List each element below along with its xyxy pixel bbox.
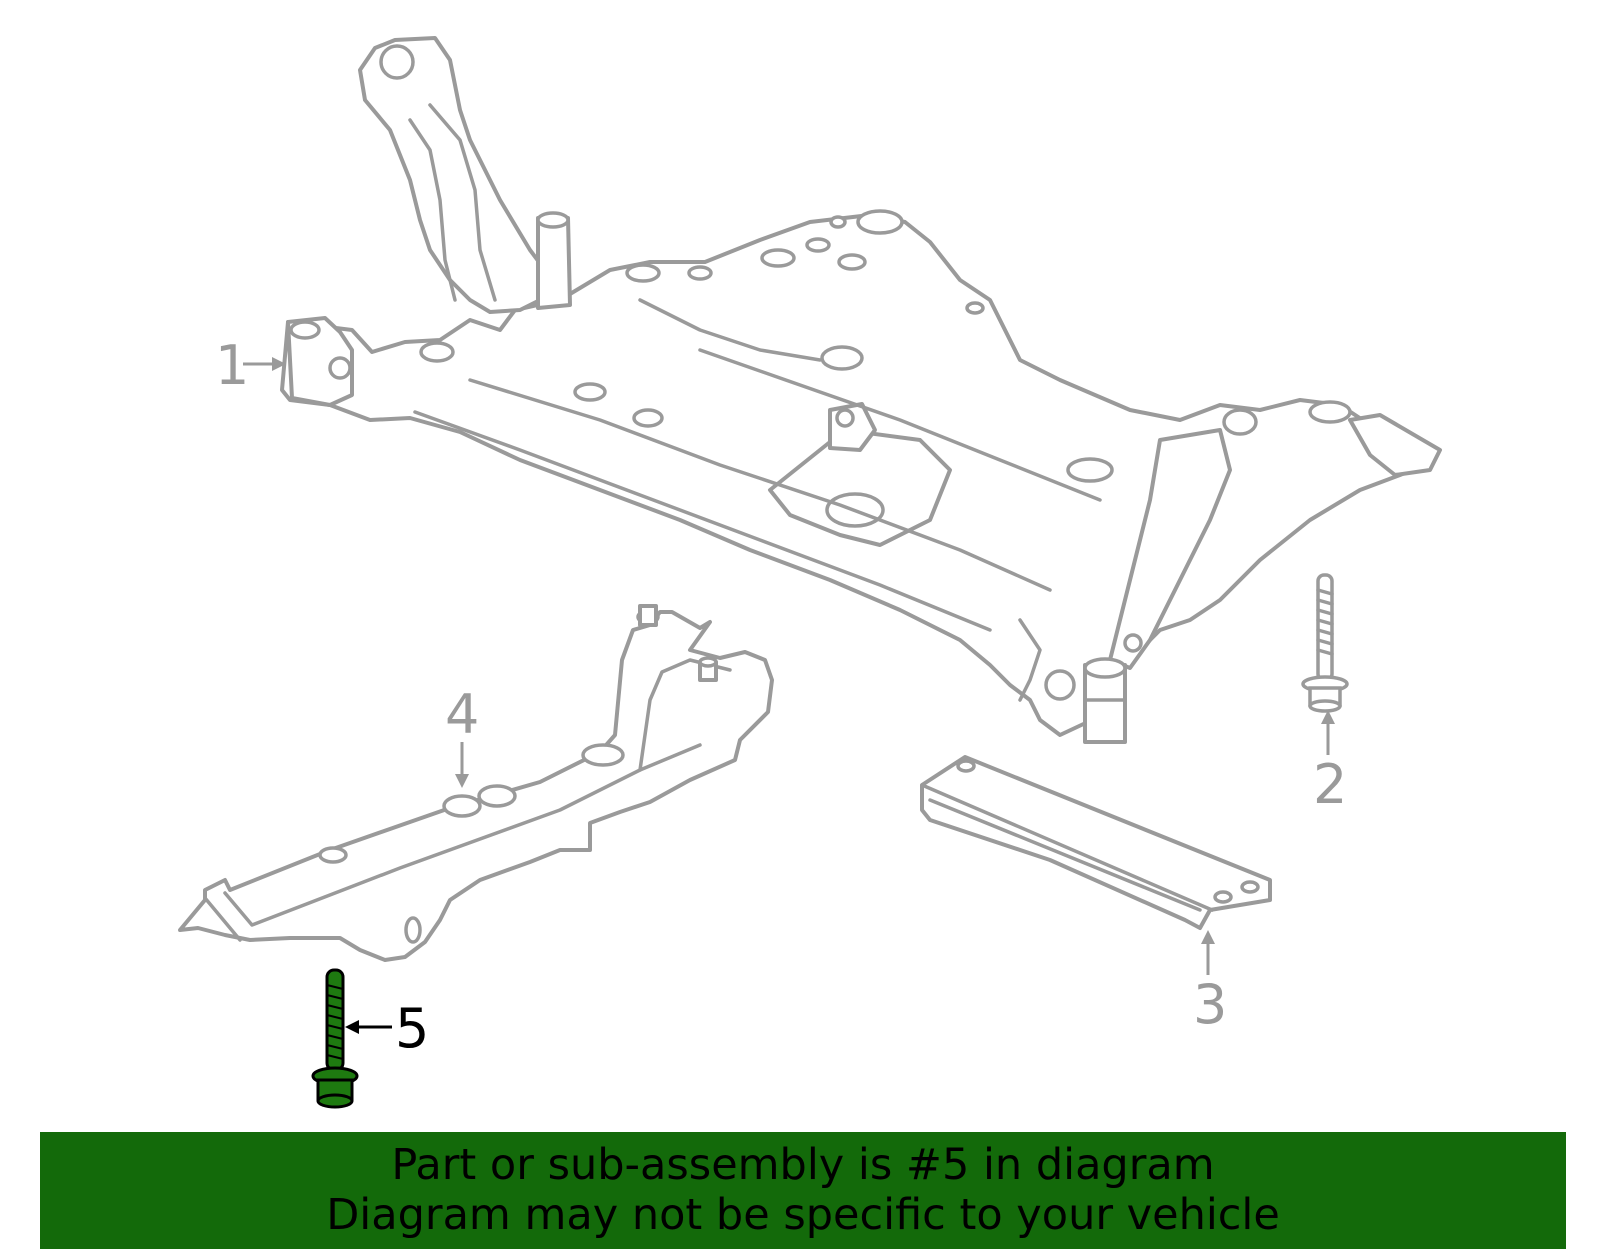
callout-number-4: 4 [445,683,479,746]
subframe-part-1 [280,36,1442,744]
callout-4: 4 [445,683,479,788]
banner-line-1: Part or sub-assembly is #5 in diagram [391,1140,1215,1190]
callout-1: 1 [215,334,286,397]
brace-part-3 [920,755,1272,930]
callout-number-3: 3 [1193,973,1227,1036]
callout-3: 3 [1193,930,1227,1036]
callout-number-2: 2 [1313,753,1347,816]
stiffener-part-4 [178,604,774,962]
callout-number-5: 5 [395,997,429,1060]
callout-2: 2 [1313,710,1347,816]
info-banner: Part or sub-assembly is #5 in diagram Di… [40,1132,1566,1249]
callout-5: 5 [345,997,429,1060]
bolt-part-5-highlighted [311,968,359,1109]
banner-line-2: Diagram may not be specific to your vehi… [326,1190,1280,1240]
bolt-part-2 [1301,573,1349,713]
